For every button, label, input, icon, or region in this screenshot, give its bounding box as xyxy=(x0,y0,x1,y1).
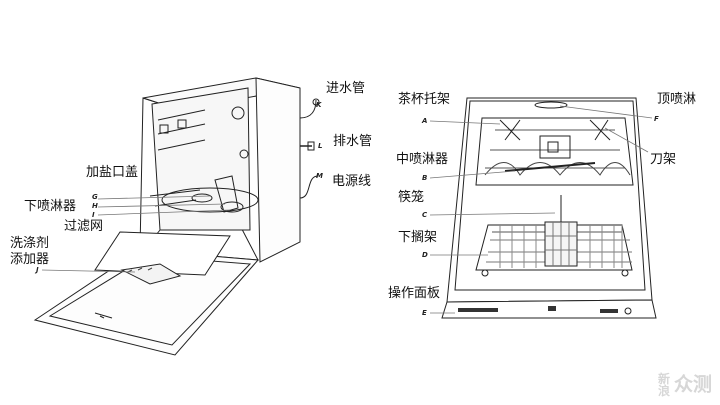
power-text: 源线 xyxy=(345,174,372,189)
power-prefix: 电 xyxy=(332,174,346,189)
lower-rack-letter: D xyxy=(422,251,428,259)
salt-label: 加盐口盖 xyxy=(86,165,139,180)
watermark-line2: 浪 xyxy=(657,384,670,398)
right-dishwasher xyxy=(441,97,657,319)
drain-label: 排水管 xyxy=(333,134,373,149)
top-spray-label: 顶喷淋 xyxy=(657,92,697,107)
panel-label: 操作面板 xyxy=(388,286,441,301)
left-dishwasher xyxy=(33,77,320,356)
filter-letter: I xyxy=(92,211,95,219)
watermark-text: 众测 xyxy=(673,373,712,396)
cup-rack-label: 茶杯托架 xyxy=(398,92,451,107)
salt-letter: G xyxy=(92,193,98,201)
power-letter: M xyxy=(316,172,323,180)
detergent-letter: J xyxy=(36,266,39,274)
watermark-line1: 新 xyxy=(657,372,670,386)
top-spray-letter: F xyxy=(654,115,659,123)
mid-spray-label: 中喷淋器 xyxy=(396,152,449,167)
detergent-label-2: 添加器 xyxy=(10,252,50,267)
detergent-label-1: 洗涤剂 xyxy=(10,236,50,251)
cutlery-letter: C xyxy=(422,211,428,219)
panel-letter: E xyxy=(422,309,427,317)
drain-letter: L xyxy=(318,142,323,150)
cup-rack-letter: A xyxy=(422,117,428,125)
mid-spray-letter: B xyxy=(422,174,428,182)
watermark: 新浪众测 xyxy=(658,373,712,397)
power-label: 电源线 xyxy=(332,174,371,189)
lower-spray-letter: H xyxy=(92,202,98,210)
lower-rack-label: 下搁架 xyxy=(398,230,438,245)
inlet-label: 进水管 xyxy=(326,81,366,96)
filter-label: 过滤网 xyxy=(64,219,104,234)
inlet-letter: K xyxy=(316,101,322,109)
lower-spray-label: 下喷淋器 xyxy=(24,199,77,214)
knife-rack-label: 刀架 xyxy=(650,152,677,167)
cutlery-label: 筷笼 xyxy=(398,190,425,205)
leader-lines xyxy=(41,105,653,314)
